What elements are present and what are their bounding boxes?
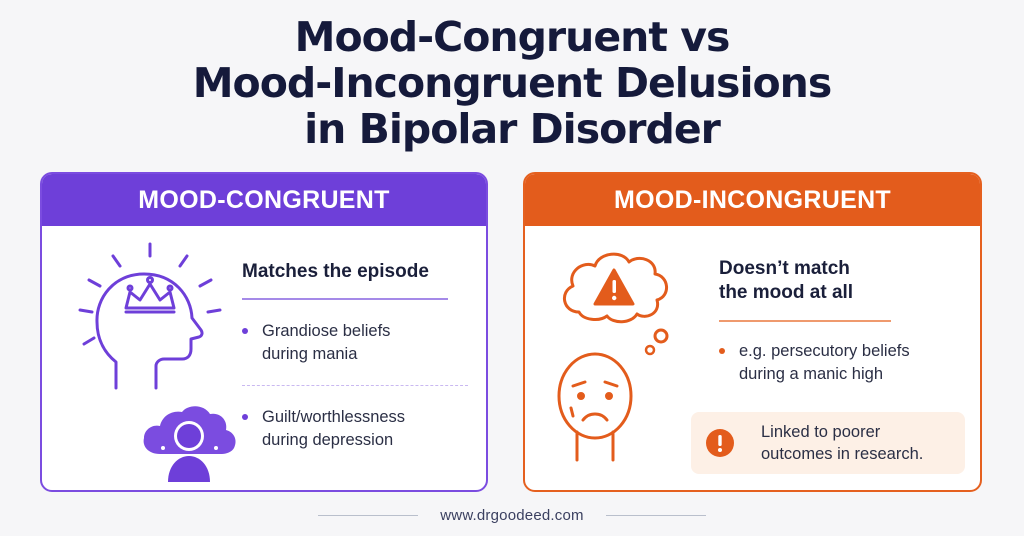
- callout-line-1: Linked to poorer: [761, 423, 881, 441]
- alert-icon: [706, 429, 734, 457]
- mood-congruent-header: MOOD-CONGRUENT: [42, 174, 486, 226]
- footer-line-right: [605, 514, 706, 516]
- head-with-crown-icon: [78, 242, 222, 390]
- congruent-bullet-2-line-1: Guilt/worthlessness: [262, 408, 406, 426]
- bullet-dot: [242, 328, 248, 334]
- congruent-heading: Matches the episode: [242, 261, 429, 282]
- thought-bubble-warning-icon: [563, 252, 669, 356]
- page-title: Mood-Congruent vs Mood-Incongruent Delus…: [0, 14, 1024, 152]
- footer-line-left: [318, 514, 419, 516]
- worried-face-icon: [557, 352, 633, 462]
- congruent-bullet-2: Guilt/worthlessness during depression: [242, 406, 462, 452]
- incongruent-bullet: e.g. persecutory beliefs during a manic …: [719, 340, 959, 386]
- callout-line-2: outcomes in research.: [761, 445, 924, 463]
- sad-person-with-cloud-icon: [143, 406, 236, 482]
- incongruent-divider: [719, 320, 891, 322]
- congruent-bullet-1-line-2: during mania: [262, 345, 358, 363]
- mood-incongruent-header: MOOD-INCONGRUENT: [525, 174, 980, 226]
- congruent-bullet-2-line-2: during depression: [262, 431, 394, 449]
- title-line-1: Mood-Congruent vs: [294, 13, 731, 61]
- incongruent-heading-line-1: Doesn’t match: [719, 258, 850, 279]
- outcomes-callout: Linked to poorer outcomes in research.: [691, 412, 965, 474]
- incongruent-heading: Doesn’t match the mood at all: [719, 257, 939, 305]
- title-line-3: in Bipolar Disorder: [304, 105, 721, 153]
- incongruent-heading-line-2: the mood at all: [719, 282, 854, 303]
- incongruent-bullet-line-2: during a manic high: [739, 365, 884, 383]
- incongruent-bullet-line-1: e.g. persecutory beliefs: [739, 342, 910, 360]
- congruent-illustration: [78, 242, 236, 482]
- mood-incongruent-card: MOOD-INCONGRUENT Doesn’t match: [523, 172, 982, 492]
- bullet-dot: [242, 414, 248, 420]
- footer-website: www.drgoodeed.com: [440, 506, 584, 524]
- incongruent-illustration: [557, 252, 669, 462]
- congruent-bullet-1-line-1: Grandiose beliefs: [262, 322, 391, 340]
- congruent-divider: [242, 298, 448, 300]
- congruent-dashed-divider: [242, 385, 468, 386]
- congruent-bullet-1: Grandiose beliefs during mania: [242, 320, 462, 366]
- bullet-dot: [719, 348, 725, 354]
- title-line-2: Mood-Incongruent Delusions: [192, 59, 833, 107]
- mood-congruent-card: MOOD-CONGRUENT: [40, 172, 488, 492]
- footer: www.drgoodeed.com: [0, 505, 1024, 525]
